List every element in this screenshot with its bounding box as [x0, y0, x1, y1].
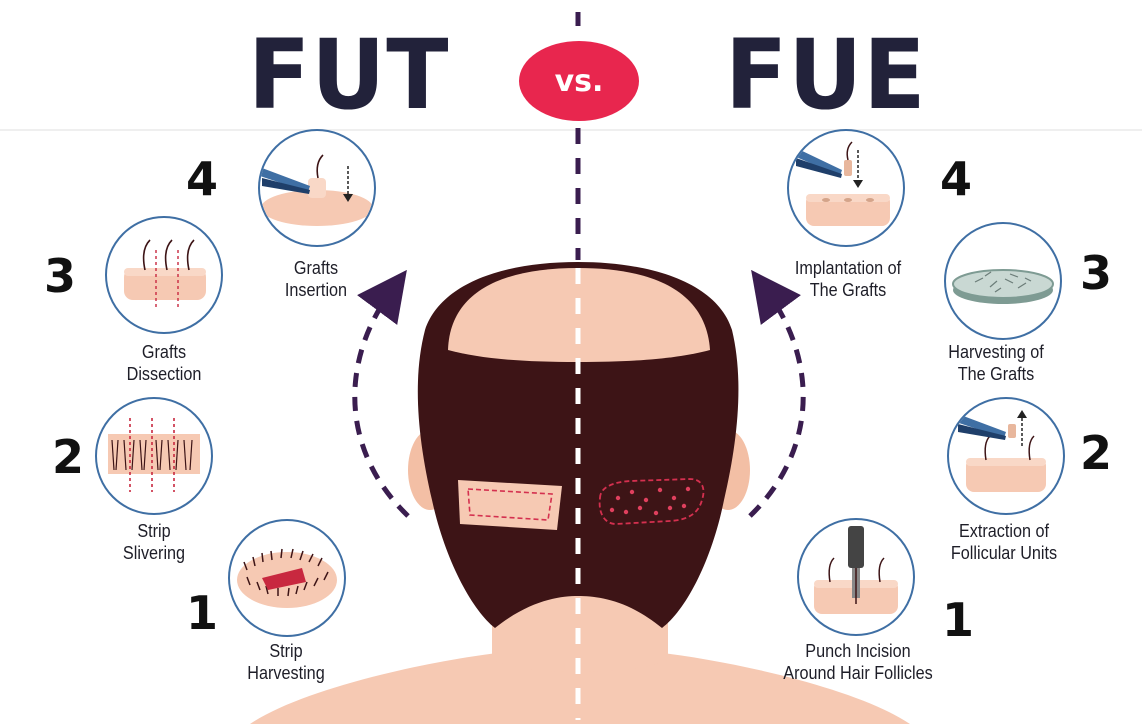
punch-incision-icon	[798, 519, 914, 635]
fue-step-2-number: 2	[1080, 430, 1112, 476]
fut-step-3-number: 3	[44, 253, 76, 299]
fut-step-1-number: 1	[186, 590, 218, 636]
grafts-dissection-icon	[106, 217, 222, 333]
fue-step-4-number: 4	[940, 156, 972, 202]
petri-dish-icon	[945, 223, 1061, 339]
fue-progress-arrow	[750, 290, 803, 516]
implantation-icon	[788, 130, 904, 246]
fut-title: FUT	[248, 20, 449, 130]
strip-slivering-icon	[96, 398, 212, 514]
extraction-icon	[948, 398, 1064, 514]
fue-title: FUE	[725, 20, 927, 130]
grafts-insertion-icon	[259, 130, 375, 246]
fut-step-2-number: 2	[52, 434, 84, 480]
fue-step-3-number: 3	[1080, 250, 1112, 296]
fut-step-4-number: 4	[186, 156, 218, 202]
fut-progress-arrow	[355, 290, 408, 516]
fue-step-1-number: 1	[942, 597, 974, 643]
versus-badge: vs.	[519, 41, 639, 121]
